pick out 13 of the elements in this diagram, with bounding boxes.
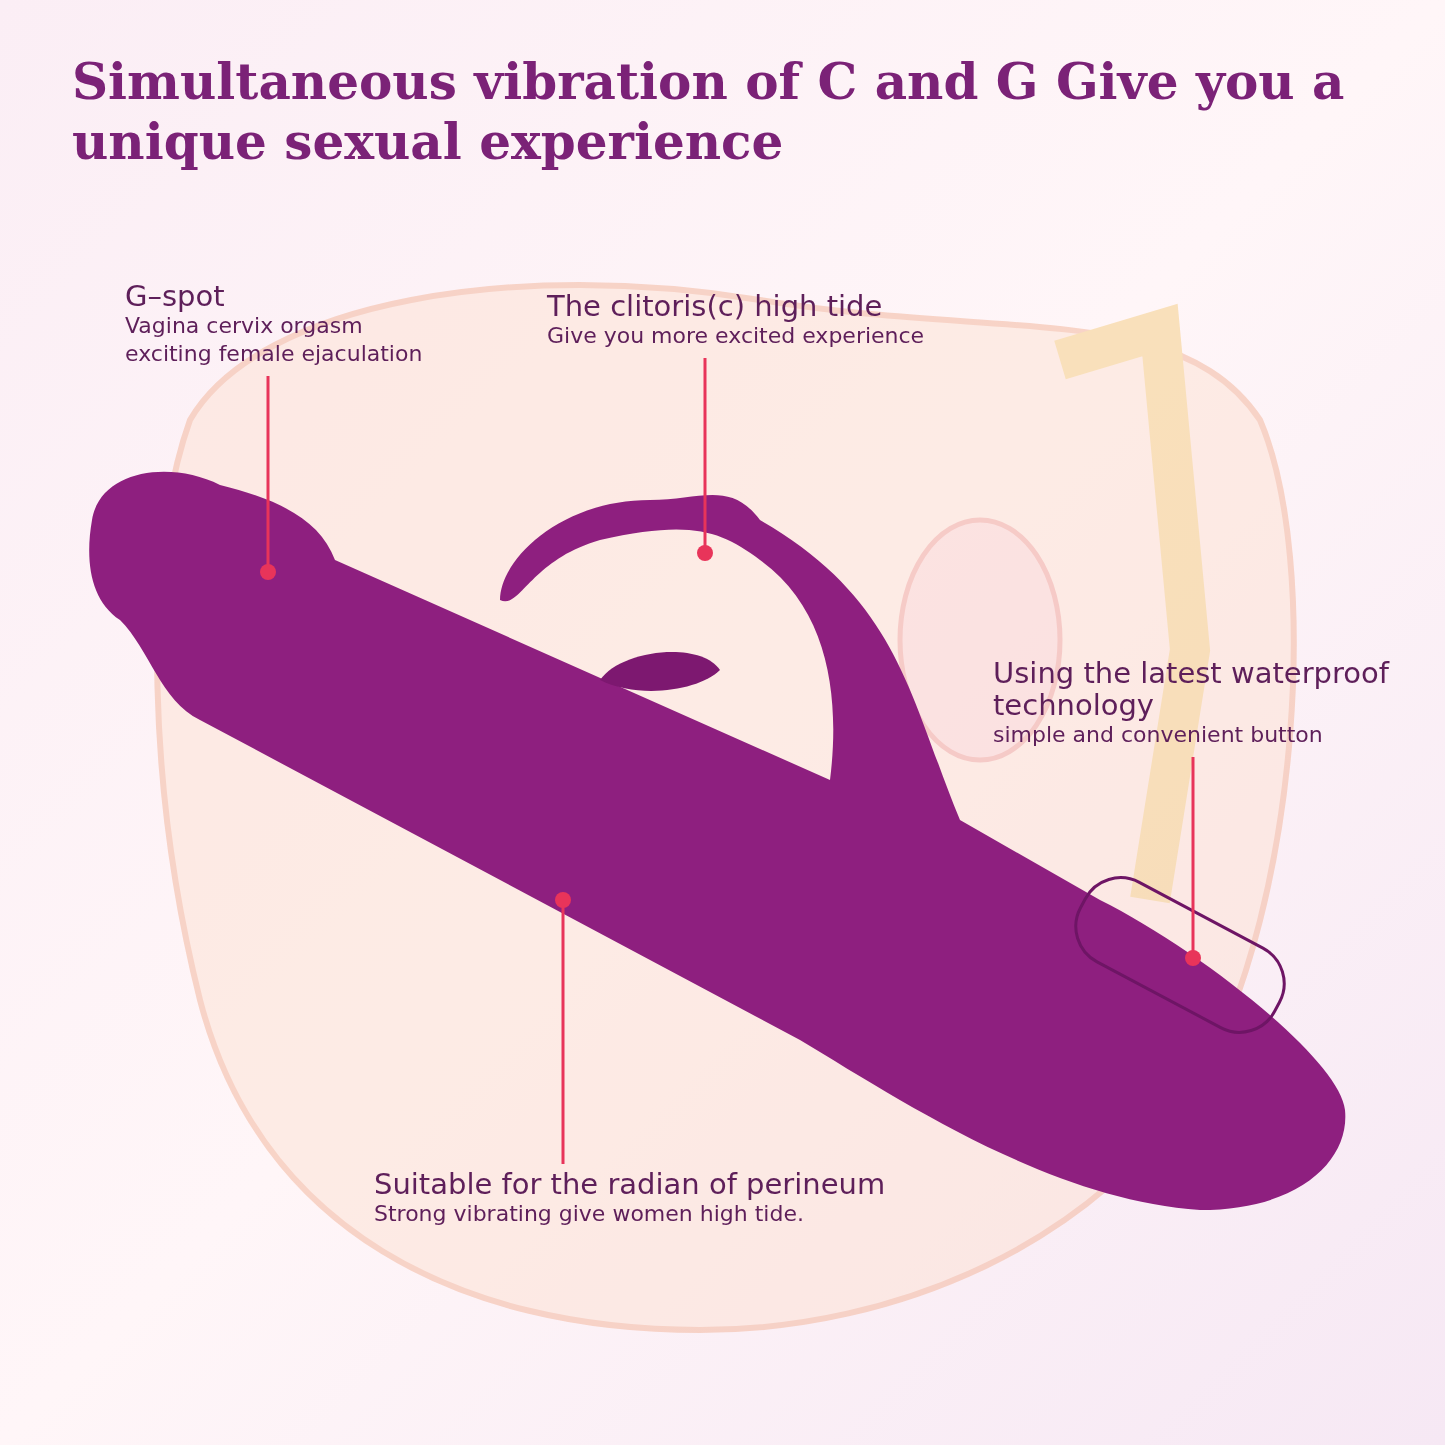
callout-heading: Suitable for the radian of perineum (374, 1168, 887, 1200)
leader-line (697, 358, 713, 561)
callout-heading: Using the latest waterproof technology (993, 657, 1391, 721)
title: Simultaneous vibration of C and G Give you a unique sexual experience (72, 52, 1346, 172)
callout-text: Vagina cervix orgasm exciting female ejaculation (125, 312, 424, 368)
leader-line (555, 892, 571, 1164)
callout-text: Strong vibrating give women high tide. (374, 1200, 805, 1228)
leader-line (260, 376, 276, 580)
callout-heading: The clitoris(c) high tide (547, 290, 884, 322)
callout-heading: G–spot (125, 280, 226, 312)
callout-text: simple and convenient button (993, 721, 1324, 749)
callout-text: Give you more excited experience (547, 322, 926, 350)
leader-line (1185, 757, 1201, 966)
